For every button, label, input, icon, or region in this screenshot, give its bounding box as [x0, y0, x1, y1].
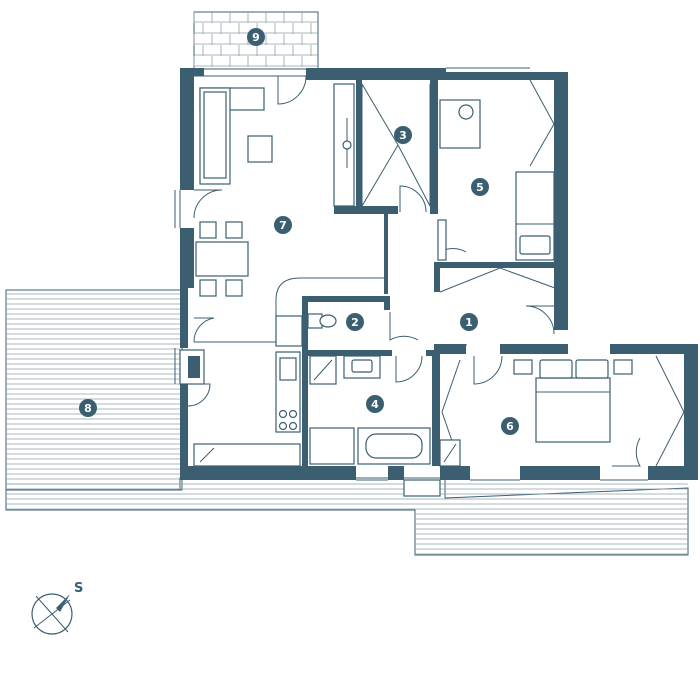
window-bay — [403, 479, 441, 497]
room-badge-circle — [394, 126, 412, 144]
interior-walls — [276, 80, 568, 466]
room-badge-number: 8 — [84, 402, 92, 415]
room-badge-circle — [471, 178, 489, 196]
outlines — [174, 67, 648, 481]
room-badge-2: 2 — [346, 313, 364, 331]
room-badge-8: 8 — [79, 399, 97, 417]
bathroom-fixtures — [309, 355, 431, 465]
doors — [187, 75, 641, 467]
room-badge-circle — [501, 417, 519, 435]
room-badge-number: 4 — [371, 398, 379, 411]
dining-set — [195, 221, 249, 297]
compass-circle — [31, 593, 73, 635]
closet-3 — [361, 83, 431, 208]
wardrobe-living — [333, 83, 355, 207]
compass-needle-icon — [56, 594, 70, 612]
coffee-table — [247, 135, 273, 163]
room-badge-9: 9 — [247, 28, 265, 46]
room-badge-4: 4 — [366, 395, 384, 413]
wc-fixtures — [275, 313, 337, 347]
room-badge-number: 1 — [465, 316, 473, 329]
room-badge-1: 1 — [460, 313, 478, 331]
room-badge-7: 7 — [274, 216, 292, 234]
compass-axis — [33, 599, 71, 629]
room-badge-number: 7 — [279, 219, 287, 232]
kitchen-counter — [179, 349, 301, 467]
compass: S — [31, 581, 83, 635]
room-badge-number: 9 — [252, 31, 260, 44]
bedroom-5-furniture — [437, 79, 555, 261]
room-badges: 1 2 3 4 5 6 7 8 9 — [79, 28, 519, 435]
room-badge-number: 6 — [506, 420, 514, 433]
closet-corridor — [439, 267, 567, 293]
room-badge-6: 6 — [501, 417, 519, 435]
room-badge-number: 3 — [399, 129, 407, 142]
room-badge-circle — [247, 28, 265, 46]
furniture — [179, 79, 685, 497]
room-badge-circle — [274, 216, 292, 234]
room-badge-circle — [79, 399, 97, 417]
bedroom-6-furniture — [439, 355, 685, 467]
room-badge-circle — [346, 313, 364, 331]
room-badge-circle — [460, 313, 478, 331]
room-badge-circle — [366, 395, 384, 413]
balcony-north-tiles — [193, 11, 319, 70]
terrace-south-decking — [5, 477, 689, 556]
sofa — [199, 87, 265, 185]
room-badge-3: 3 — [394, 126, 412, 144]
room-badge-number: 2 — [351, 316, 359, 329]
room-badge-number: 5 — [476, 181, 484, 194]
compass-label: S — [74, 581, 83, 596]
room-badge-5: 5 — [471, 178, 489, 196]
terrace-west-decking — [5, 289, 183, 491]
